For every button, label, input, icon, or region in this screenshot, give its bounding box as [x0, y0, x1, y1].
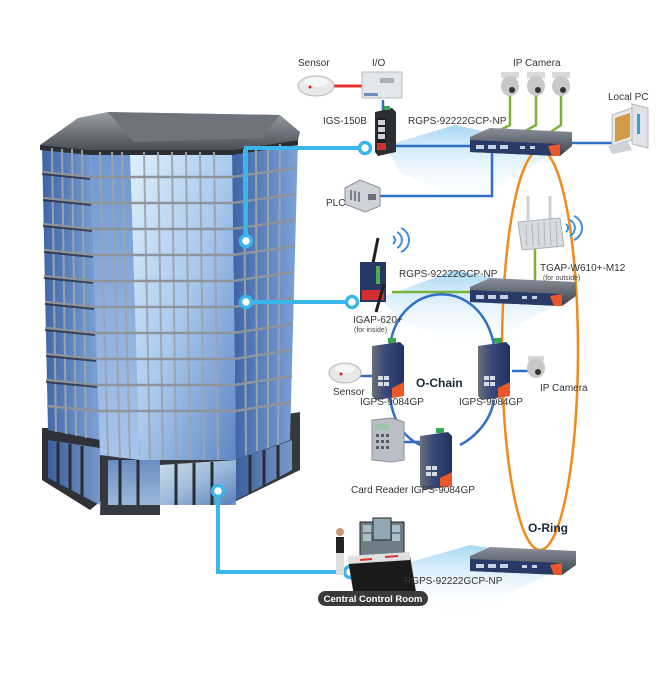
- connection-nodes: [210, 140, 373, 580]
- igps9084gp-switch-left[interactable]: [372, 338, 404, 400]
- label-igap620-note: (for inside): [354, 327, 387, 334]
- io-module-device[interactable]: [361, 71, 403, 99]
- plc-device[interactable]: [344, 179, 381, 213]
- igs150b-switch[interactable]: [375, 106, 396, 156]
- label-sensor-top: Sensor: [298, 58, 330, 69]
- label-card-reader: Card Reader: [351, 485, 409, 496]
- label-o-chain: O-Chain: [416, 376, 463, 390]
- label-rgps-top: RGPS-92222GCP-NP: [408, 116, 507, 127]
- node-igap620: [344, 294, 360, 310]
- label-igs150b: IGS-150B: [323, 116, 367, 127]
- label-igps-left: IGPS-9084GP: [360, 397, 424, 408]
- card-reader-device[interactable]: [371, 417, 405, 463]
- label-io: I/O: [372, 58, 386, 69]
- node-igs150b: [357, 140, 373, 156]
- node-lobby: [210, 483, 226, 499]
- ip-camera-device-mid[interactable]: [527, 356, 545, 378]
- sensor-device-mid[interactable]: [328, 362, 362, 384]
- local-pc-device[interactable]: [608, 103, 649, 154]
- label-rgps-bottom: RGPS-92222GCP-NP: [404, 576, 503, 587]
- label-igap620: IGAP-620+: [353, 315, 403, 326]
- tgap-w610-access-point[interactable]: [517, 196, 565, 251]
- label-control-room: Central Control Room: [324, 594, 423, 605]
- label-local-pc: Local PC: [608, 92, 649, 103]
- wifi-icon: [392, 227, 410, 253]
- igps9084gp-switch-right[interactable]: [478, 338, 510, 400]
- label-ip-camera-top: IP Camera: [513, 58, 561, 69]
- label-plc: PLC: [326, 198, 345, 209]
- rgps-switch-mid[interactable]: [470, 278, 576, 306]
- control-room-badge: Central Control Room: [318, 591, 428, 606]
- control-room-console[interactable]: [336, 517, 416, 596]
- office-building: [40, 112, 300, 515]
- label-igps-right: IGPS-9084GP: [459, 397, 523, 408]
- rgps-switch-bottom[interactable]: [470, 547, 576, 575]
- label-igps-bottom: IGPS-9084GP: [411, 485, 475, 496]
- rgps-switch-top[interactable]: [470, 128, 572, 156]
- igps9084gp-switch-bottom[interactable]: [420, 428, 452, 490]
- ethernet-links: [360, 100, 612, 444]
- label-o-ring: O-Ring: [528, 521, 568, 535]
- o-ring-loop: [500, 148, 580, 552]
- igap620-access-point[interactable]: [360, 237, 386, 313]
- label-ip-camera-mid: IP Camera: [540, 383, 588, 394]
- label-rgps-mid: RGPS-92222GCP-NP: [399, 269, 498, 280]
- wifi-icon: [565, 215, 583, 241]
- label-sensor-mid: Sensor: [333, 387, 365, 398]
- label-tgap: TGAP-W610+-M12: [540, 263, 626, 274]
- ip-camera-group-top[interactable]: [501, 72, 570, 96]
- node-floor-upper: [238, 233, 254, 249]
- node-floor-middle: [238, 294, 254, 310]
- sensor-device-top[interactable]: [297, 75, 335, 97]
- label-tgap-note: (for outside): [543, 275, 580, 282]
- building-links: [216, 146, 367, 574]
